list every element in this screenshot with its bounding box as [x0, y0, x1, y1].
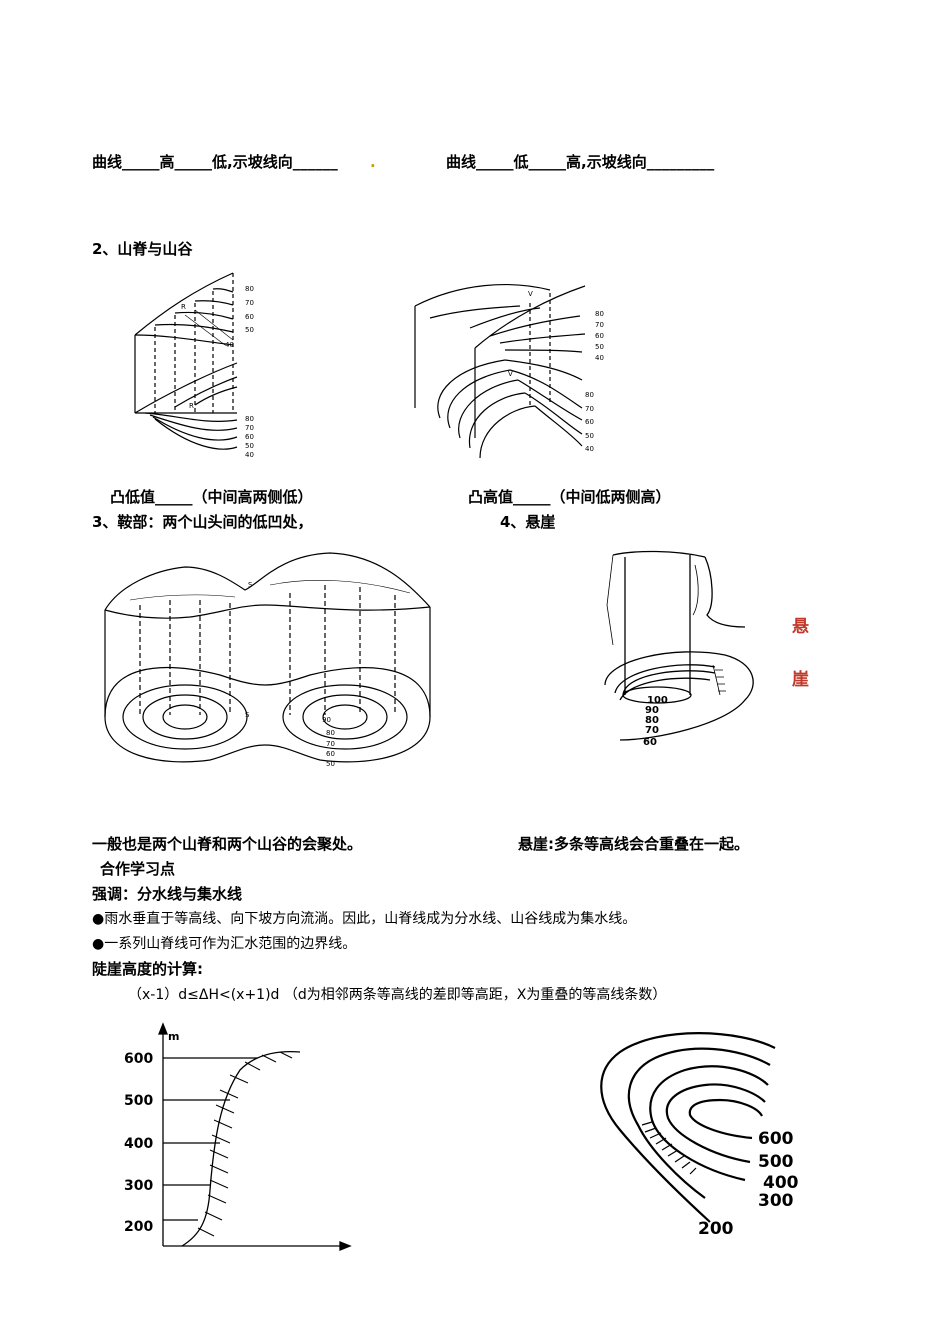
valley-upper-label: 80	[595, 310, 604, 318]
cliff-label: 80	[645, 715, 659, 726]
ridge-upper-label: 70	[245, 299, 254, 307]
coop-title: 合作学习点	[100, 860, 176, 878]
cliff-note: 悬崖:多条等高线会合重叠在一起。	[518, 835, 750, 853]
ridge-upper-label: 80	[245, 285, 254, 293]
profile-tick: 500	[124, 1093, 153, 1109]
dot-mark: .	[370, 153, 376, 171]
profile-tick: 200	[124, 1219, 153, 1235]
contour-question-right: 曲线_____低_____高,示坡线向_________	[446, 153, 715, 171]
contour-label: 600	[758, 1129, 794, 1149]
valley-lower-label: 70	[585, 405, 594, 413]
contour-label: 200	[698, 1219, 734, 1239]
cliff-contour-diagram: 600 500 400 300 200	[600, 1032, 799, 1239]
ridge-lower-label: 70	[245, 424, 254, 432]
saddle-marker-bottom: S	[245, 711, 250, 719]
ridge-upper-label: 50	[245, 326, 254, 334]
cliff-label: 70	[645, 725, 659, 736]
ridge-diagram: R R 80 70 60 50 40 80 70 60 50 40	[134, 272, 254, 459]
profile-unit: m	[168, 1030, 179, 1043]
profile-tick: 600	[124, 1051, 153, 1067]
contour-label: 400	[763, 1173, 799, 1193]
ridge-upper-label: 60	[245, 313, 254, 321]
emphasis-title: 强调：分水线与集水线	[92, 885, 243, 903]
ridge-caption: 凸低值_____（中间高两侧低）	[110, 488, 313, 506]
ridge-marker-top: R	[181, 303, 186, 311]
valley-lower-label: 60	[585, 418, 594, 426]
saddle-marker-top: S	[248, 581, 253, 589]
saddle-label: 50	[326, 760, 335, 768]
cliff-profile-diagram: m 600 500 400 300 200	[124, 1022, 352, 1251]
valley-upper-label: 50	[595, 343, 604, 351]
ridge-lower-label: 60	[245, 433, 254, 441]
valley-caption: 凸高值_____（中间低两侧高）	[468, 488, 671, 506]
formula: （x-1）d≤ΔH<(x+1)d （d为相邻两条等高线的差即等高距，X为重叠的等…	[128, 987, 667, 1003]
profile-tick: 400	[124, 1136, 153, 1152]
saddle-note: 一般也是两个山脊和两个山谷的会聚处。	[92, 835, 363, 853]
contour-label: 300	[758, 1191, 794, 1211]
valley-marker-bottom: V	[508, 370, 513, 378]
profile-tick: 300	[124, 1178, 153, 1194]
cliff-red-char-1: 悬	[792, 617, 809, 637]
section-2-title: 2、山脊与山谷	[92, 240, 193, 258]
ridge-marker-bottom: R	[189, 402, 194, 410]
valley-lower-label: 40	[585, 445, 594, 453]
calc-title: 陡崖高度的计算:	[92, 960, 203, 978]
section-3-title: 3、鞍部：两个山头间的低凹处，	[92, 513, 313, 531]
valley-diagram: V V 80 70 60 50 40 80 70 60 50 40	[414, 283, 604, 459]
cliff-label: 90	[645, 705, 659, 716]
saddle-label: 60	[326, 750, 335, 758]
section-4-title: 4、悬崖	[500, 513, 556, 531]
saddle-label: 90	[322, 716, 331, 724]
cliff-label: 100	[647, 695, 668, 706]
cliff-diagram: 100 90 80 70 60	[604, 550, 754, 748]
cliff-red-char-2: 崖	[792, 670, 809, 690]
contour-label: 500	[758, 1152, 794, 1172]
saddle-label: 80	[326, 729, 335, 737]
ridge-lower-label: 40	[245, 451, 254, 459]
bullet-2: ●一系列山脊线可作为汇水范围的边界线。	[92, 936, 357, 952]
valley-lower-label: 80	[585, 391, 594, 399]
ridge-lower-label: 80	[245, 415, 254, 423]
cliff-label: 60	[643, 737, 657, 748]
bullet-1: ●雨水垂直于等高线、向下坡方向流淌。因此，山脊线成为分水线、山谷线成为集水线。	[92, 911, 637, 927]
contour-question-left: 曲线_____高_____低,示坡线向______	[92, 153, 338, 171]
ridge-upper-label: 40	[225, 341, 234, 349]
saddle-diagram: S S 90 80 70 60 50	[104, 552, 431, 768]
valley-upper-label: 40	[595, 354, 604, 362]
saddle-label: 70	[326, 740, 335, 748]
valley-upper-label: 70	[595, 321, 604, 329]
valley-upper-label: 60	[595, 332, 604, 340]
ridge-lower-label: 50	[245, 442, 254, 450]
valley-marker-top: V	[528, 290, 533, 298]
valley-lower-label: 50	[585, 432, 594, 440]
